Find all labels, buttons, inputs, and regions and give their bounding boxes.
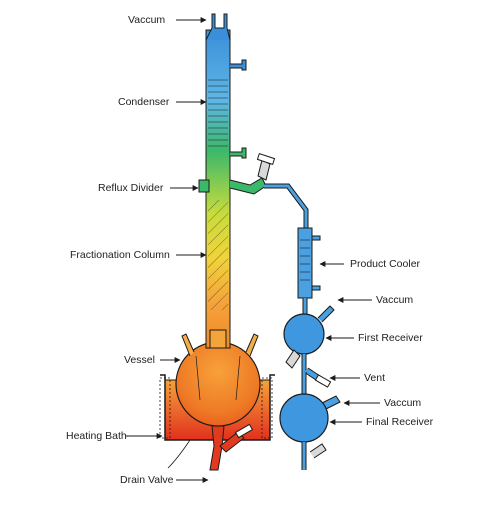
label-vaccum-right-bottom: Vaccum: [384, 397, 422, 409]
label-first-receiver: First Receiver: [358, 332, 423, 344]
fractionation-column: [205, 13, 247, 349]
pointer-arrows: [126, 17, 380, 483]
label-condenser: Condenser: [118, 96, 170, 108]
label-product-cooler: Product Cooler: [350, 258, 421, 270]
label-vaccum-right-top: Vaccum: [376, 294, 414, 306]
label-fractionation-column: Fractionation Column: [70, 249, 170, 261]
final-receiver: [279, 372, 341, 470]
label-reflux-divider: Reflux Divider: [98, 182, 164, 194]
product-cooler: [297, 227, 321, 314]
label-final-receiver: Final Receiver: [366, 416, 434, 428]
label-drain-valve: Drain Valve: [120, 474, 174, 486]
first-receiver: [283, 305, 335, 372]
label-vent: Vent: [364, 372, 386, 384]
label-vessel: Vessel: [124, 354, 155, 366]
label-heating-bath: Heating Bath: [66, 430, 127, 442]
reflux-divider: [198, 153, 276, 195]
vent-valve: [303, 367, 332, 388]
label-vaccum-top: Vaccum: [128, 14, 166, 26]
drain-valve: [167, 423, 254, 471]
transfer-line: [264, 183, 309, 228]
